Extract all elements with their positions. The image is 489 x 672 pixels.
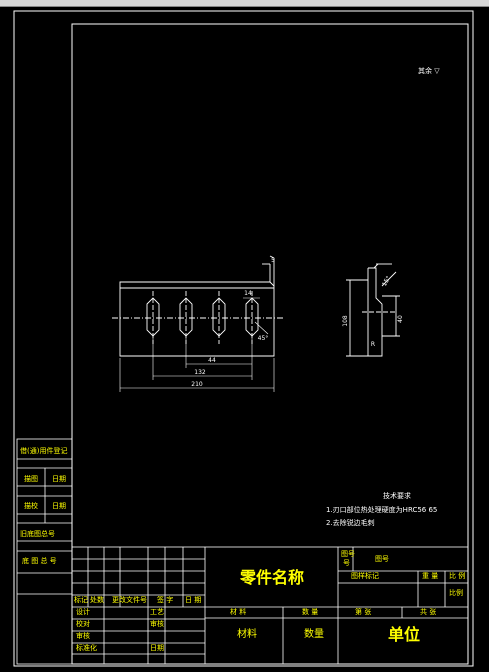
dim-offset: 40 xyxy=(397,315,404,323)
dim-slot-width: 14 xyxy=(244,290,252,297)
strip-label-old-no: 旧底图总号 xyxy=(20,530,55,538)
part-front-view xyxy=(112,255,285,357)
strip-label-trace: 描图 xyxy=(24,475,38,483)
dim-height: 108 xyxy=(342,315,349,327)
title-block-grid xyxy=(71,546,469,665)
strip-label-borrowed: 借(通)用件登记 xyxy=(20,447,68,455)
sign-process: 工艺 xyxy=(150,608,164,616)
quantity-label: 数 量 xyxy=(302,608,319,616)
dim-chamfer: R xyxy=(371,341,375,348)
dim-pitch-total: 132 xyxy=(194,369,206,376)
sign-review: 审核 xyxy=(76,632,90,640)
drawing-no-side: 号 xyxy=(343,559,350,567)
front-dimensions xyxy=(119,297,275,392)
rev-header-count: 处数 xyxy=(90,596,104,604)
unit-value: 单位 xyxy=(388,625,421,644)
dim-angle: 45° xyxy=(258,335,269,342)
total-label: 共 张 xyxy=(420,608,437,616)
part-side-view xyxy=(346,263,400,357)
outer-frame xyxy=(13,10,474,667)
slot-row xyxy=(146,291,259,344)
dim-pitch: 44 xyxy=(208,357,216,364)
scale-value: 比例 xyxy=(449,589,463,597)
sign-standard: 标准化 xyxy=(76,644,97,652)
cad-drawing-canvas: 44 132 210 14 5 45° 108 40 15° R xyxy=(13,10,474,667)
rev-header-date: 日 期 xyxy=(185,596,202,604)
stage-mark: 图样标记 xyxy=(351,572,379,580)
strip-label-date-2: 日期 xyxy=(52,502,66,510)
roughness-note: 其余 ▽ xyxy=(418,67,440,75)
sign-date: 日期 xyxy=(150,644,164,652)
top-toolbar-strip xyxy=(0,0,489,7)
scale-label: 比 例 xyxy=(449,572,466,580)
material-value: 材料 xyxy=(237,629,257,640)
tech-req-item-1: 1.刃口部位热处理硬度为HRC56 65 xyxy=(326,506,438,514)
drawing-no-label: 图号 xyxy=(341,550,355,558)
material-label: 材 料 xyxy=(230,608,247,616)
drawing-no: 图号 xyxy=(375,555,389,563)
tech-req-item-2: 2.去除锐边毛刺 xyxy=(326,519,375,527)
tech-req-title: 技术要求 xyxy=(383,492,411,500)
dim-thickness: 5 xyxy=(271,257,275,264)
strip-label-date-1: 日期 xyxy=(52,475,66,483)
dim-side-angle: 15° xyxy=(381,275,392,288)
sign-design: 设计 xyxy=(76,608,90,616)
sign-approve: 审核 xyxy=(150,620,164,628)
weight-label: 重 量 xyxy=(422,572,439,580)
sign-check: 校对 xyxy=(76,620,90,628)
sheet-label: 第 张 xyxy=(355,608,372,616)
part-name: 零件名称 xyxy=(240,568,305,587)
rev-header-docno: 更改文件号 xyxy=(112,596,147,604)
rev-header-sign: 签 字 xyxy=(157,596,174,604)
strip-label-base-no: 底 图 总 号 xyxy=(22,557,57,565)
dim-length: 210 xyxy=(191,381,203,388)
quantity-value: 数量 xyxy=(304,629,324,640)
left-registration-strip xyxy=(16,438,73,665)
strip-label-check: 描校 xyxy=(24,502,38,510)
rev-header-mark: 标记 xyxy=(74,596,88,604)
